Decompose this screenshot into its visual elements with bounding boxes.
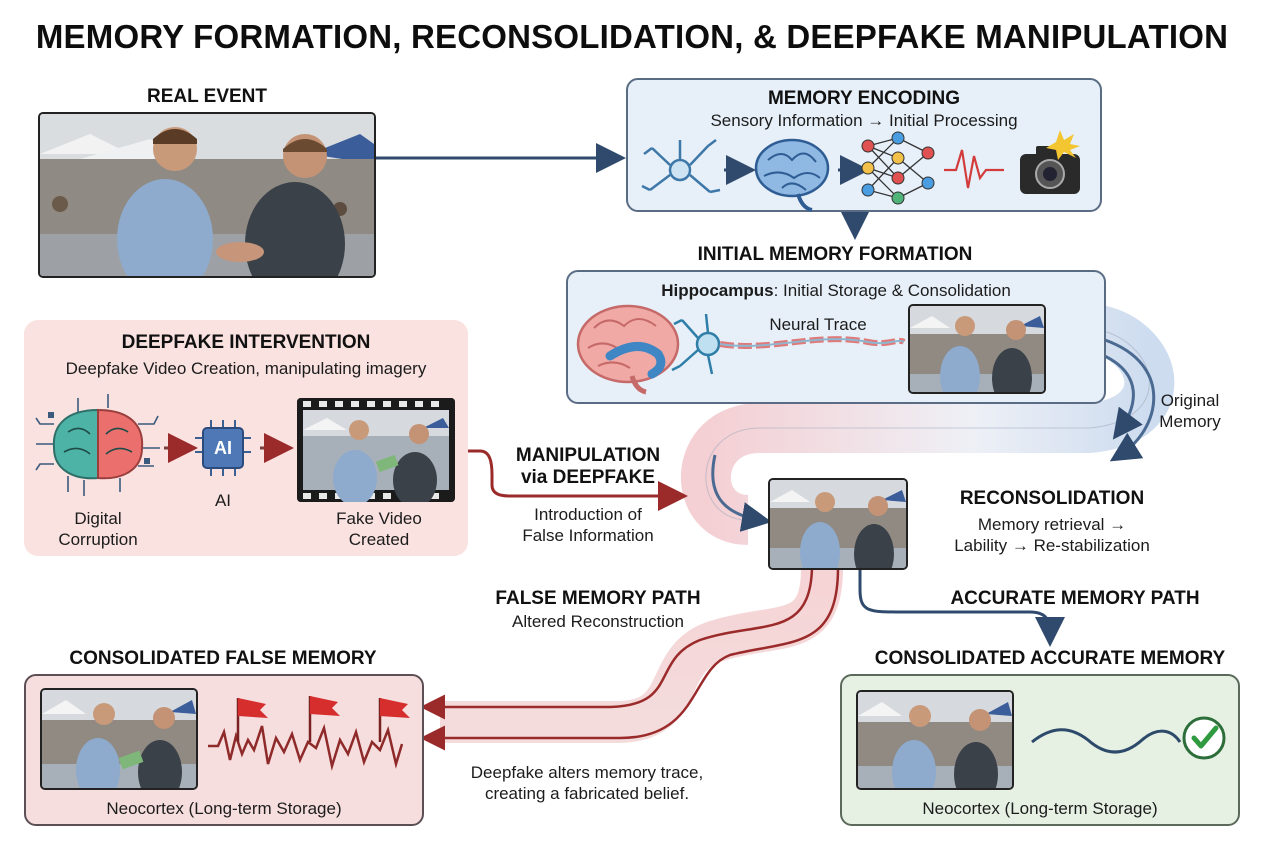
- neural-network-icon: [861, 131, 935, 205]
- deepfake-intervention-panel: DEEPFAKE INTERVENTION Deepfake Video Cre…: [24, 320, 468, 556]
- formation-subtitle-rest: : Initial Storage & Consolidation: [773, 281, 1011, 300]
- false-path-subtitle: Altered Reconstruction: [512, 612, 684, 631]
- page-title: MEMORY FORMATION, RECONSOLIDATION, & DEE…: [35, 18, 1229, 55]
- neuron-icon: [641, 139, 721, 194]
- deepfake-note-line1: Deepfake alters memory trace,: [470, 763, 704, 782]
- brain-icon: [754, 138, 830, 212]
- fake-video-filmstrip: [297, 398, 455, 502]
- digital-corruption-line1: Digital: [74, 509, 122, 528]
- reconsolidation-heading: RECONSOLIDATION: [959, 488, 1145, 509]
- real-event-photo: [38, 112, 376, 278]
- manipulation-line2: via DEEPFAKE: [520, 467, 656, 488]
- original-memory-line1: Original: [1160, 391, 1220, 410]
- red-flag-icon: [308, 696, 340, 742]
- original-memory-label: Original Memory: [1142, 390, 1238, 432]
- original-memory-arrow-2: [1104, 338, 1156, 462]
- deepfake-note: Deepfake alters memory trace, creating a…: [442, 762, 732, 804]
- deepfake-subtitle: Deepfake Video Creation, manipulating im…: [65, 359, 427, 378]
- initial-formation-panel: Hippocampus: Initial Storage & Consolida…: [566, 270, 1106, 404]
- red-flag-icon: [378, 698, 410, 742]
- encoding-heading: MEMORY ENCODING: [767, 88, 961, 109]
- formation-subtitle: Hippocampus: Initial Storage & Consolida…: [568, 280, 1104, 301]
- accurate-memory-heading: CONSOLIDATED ACCURATE MEMORY: [874, 648, 1226, 669]
- reconsolidation-line2: Lability → Re-stabilization: [954, 536, 1150, 555]
- hippocampus-label: Hippocampus: [661, 281, 774, 300]
- accurate-memory-photo: [856, 690, 1014, 790]
- false-memory-caption: Neocortex (Long-term Storage): [106, 799, 342, 818]
- neural-trace-label: Neural Trace: [769, 315, 867, 334]
- memory-encoding-panel: MEMORY ENCODING Sensory Information → In…: [626, 78, 1102, 212]
- digital-corruption-label: Digital Corruption: [38, 508, 158, 550]
- hippocampus-brain-icon: [576, 304, 680, 395]
- accurate-memory-panel: Neocortex (Long-term Storage): [840, 674, 1240, 826]
- ai-label: AI: [214, 491, 232, 510]
- formation-heading: INITIAL MEMORY FORMATION: [697, 244, 973, 265]
- reconsolidation-line1: Memory retrieval →: [977, 515, 1127, 534]
- accurate-path-arrow: [858, 568, 1065, 647]
- signal-wave-icon: [944, 149, 1004, 189]
- fake-video-line1: Fake Video: [336, 509, 422, 528]
- stable-trace-wave: [1031, 728, 1182, 754]
- formation-memory-photo: [908, 304, 1046, 394]
- false-memory-panel: Neocortex (Long-term Storage): [24, 674, 424, 826]
- original-memory-line2: Memory: [1159, 412, 1221, 431]
- ai-chip-text: AI: [214, 438, 232, 458]
- camera-icon: [1020, 130, 1080, 194]
- reconsolidation-photo: [768, 478, 908, 570]
- manipulation-arrow: [466, 449, 688, 511]
- false-memory-heading: CONSOLIDATED FALSE MEMORY: [69, 648, 377, 669]
- digital-corruption-line2: Corruption: [58, 530, 138, 549]
- manipulation-desc2: False Information: [522, 526, 654, 545]
- corrupted-brain-icon: [35, 394, 160, 496]
- real-event-heading: REAL EVENT: [146, 86, 267, 107]
- false-memory-photo: [40, 688, 198, 790]
- manipulation-desc1: Introduction of: [534, 505, 642, 524]
- deepfake-heading: DEEPFAKE INTERVENTION: [121, 332, 371, 353]
- check-circle-icon: [1182, 716, 1226, 760]
- red-flag-icon: [236, 698, 268, 742]
- encoding-subtitle: Sensory Information → Initial Processing: [710, 111, 1018, 130]
- deepfake-note-line2: creating a fabricated belief.: [484, 784, 690, 803]
- manipulation-heading: MANIPULATION via DEEPFAKE: [490, 445, 686, 489]
- manipulation-description: Introduction of False Information: [490, 504, 686, 546]
- manipulation-line1: MANIPULATION: [515, 445, 661, 466]
- fake-video-label: Fake Video Created: [297, 508, 461, 550]
- false-path-heading: FALSE MEMORY PATH: [495, 588, 701, 609]
- false-memory-flow: [440, 567, 843, 743]
- fake-video-line2: Created: [348, 530, 410, 549]
- accurate-memory-caption: Neocortex (Long-term Storage): [922, 799, 1158, 818]
- neuron-trace-icon: [671, 313, 721, 375]
- reconsolidation-description: Memory retrieval → Lability → Re-stabili…: [922, 514, 1182, 556]
- ai-chip-icon: [195, 420, 251, 476]
- original-memory-arrow-1: [1089, 348, 1143, 440]
- accurate-path-heading: ACCURATE MEMORY PATH: [950, 588, 1200, 609]
